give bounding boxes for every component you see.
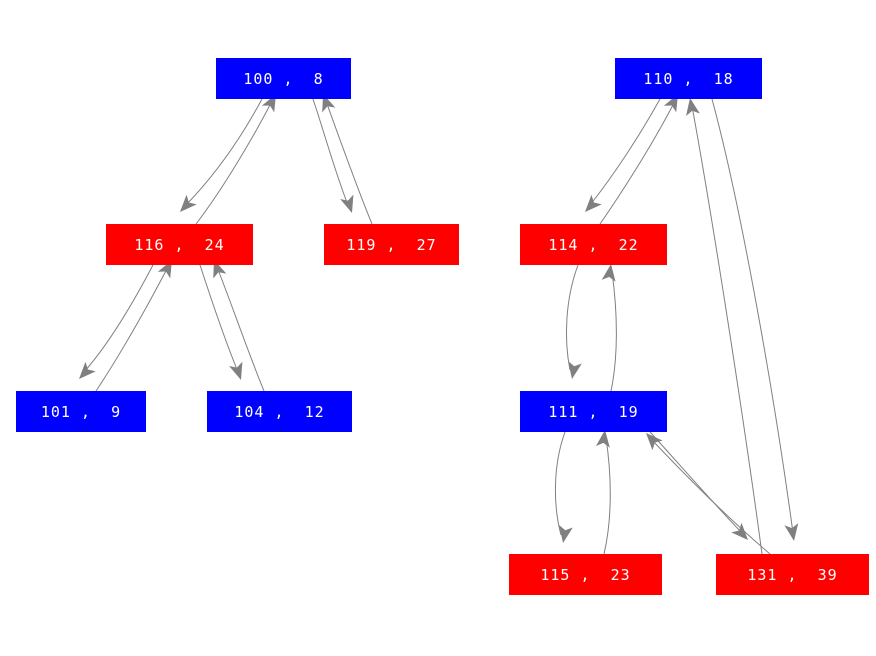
edge-line <box>199 264 239 373</box>
edge-n116-to-n104 <box>199 264 243 380</box>
edge-line <box>565 264 579 371</box>
graph-node-n131[interactable]: 131 , 39 <box>716 554 869 595</box>
node-label: 104 , 12 <box>234 402 325 421</box>
arrowhead-icon <box>340 194 354 213</box>
edge-line <box>195 100 273 225</box>
edge-n111-to-n114 <box>601 264 617 392</box>
arrowhead-icon <box>568 361 582 379</box>
graph-node-n111[interactable]: 111 , 19 <box>520 391 667 432</box>
graph-node-n100[interactable]: 100 , 8 <box>216 58 351 99</box>
node-label: 100 , 8 <box>243 69 324 88</box>
edge-line <box>649 431 743 534</box>
arrowhead-icon <box>601 264 616 282</box>
edge-n131-to-n110 <box>686 98 763 555</box>
edge-n101-to-n116 <box>95 260 172 392</box>
node-label: 101 , 9 <box>40 402 122 421</box>
node-label: 119 , 27 <box>346 235 437 254</box>
node-label: 131 , 39 <box>747 565 838 584</box>
edge-n111-to-n115 <box>554 431 573 543</box>
arrowhead-icon <box>180 194 197 212</box>
edge-n110-to-n131 <box>711 98 799 541</box>
arrowhead-icon <box>784 523 799 541</box>
edge-line <box>651 439 771 555</box>
arrowhead-icon <box>229 361 243 380</box>
edge-n114-to-n110 <box>599 94 678 225</box>
graph-node-n110[interactable]: 110 , 18 <box>615 58 762 99</box>
edge-n115-to-n111 <box>595 430 611 555</box>
node-label: 114 , 22 <box>548 235 639 254</box>
edge-line <box>691 105 763 555</box>
edge-n119-to-n100 <box>322 94 373 225</box>
arrowhead-icon <box>731 522 748 540</box>
arrowhead-icon <box>559 525 573 543</box>
graph-node-n115[interactable]: 115 , 23 <box>509 554 662 595</box>
edge-line <box>185 98 263 206</box>
edge-line <box>610 271 617 392</box>
edge-n131-to-n111 <box>646 433 771 555</box>
graph-node-n119[interactable]: 119 , 27 <box>324 224 459 265</box>
edge-line <box>599 100 676 225</box>
edge-line <box>554 431 566 536</box>
edge-n111-to-n131 <box>649 431 748 540</box>
edge-n116-to-n101 <box>79 264 154 379</box>
graph-node-n114[interactable]: 114 , 22 <box>520 224 667 265</box>
edge-line <box>83 264 154 373</box>
edge-n114-to-n111 <box>565 264 582 379</box>
edge-line <box>589 98 661 206</box>
arrowhead-icon <box>686 98 700 116</box>
node-label: 115 , 23 <box>540 565 631 584</box>
graph-node-n101[interactable]: 101 , 9 <box>16 391 146 432</box>
node-label: 111 , 19 <box>548 402 639 421</box>
graph-node-n104[interactable]: 104 , 12 <box>207 391 352 432</box>
arrowhead-icon <box>79 361 96 379</box>
edge-n110-to-n114 <box>585 98 661 212</box>
edge-line <box>711 98 794 534</box>
edge-n100-to-n116 <box>180 98 263 212</box>
arrowhead-icon <box>646 433 663 451</box>
edge-line <box>216 266 265 392</box>
node-label: 110 , 18 <box>643 69 734 88</box>
edge-line <box>312 98 349 206</box>
edge-line <box>603 437 611 555</box>
arrowhead-icon <box>595 430 610 448</box>
edge-n100-to-n119 <box>312 98 354 213</box>
edge-n116-to-n100 <box>195 94 276 225</box>
node-label: 116 , 24 <box>134 235 225 254</box>
edge-line <box>325 100 373 225</box>
graph-node-n116[interactable]: 116 , 24 <box>106 224 253 265</box>
arrowhead-icon <box>585 194 602 212</box>
edge-line <box>95 266 169 392</box>
